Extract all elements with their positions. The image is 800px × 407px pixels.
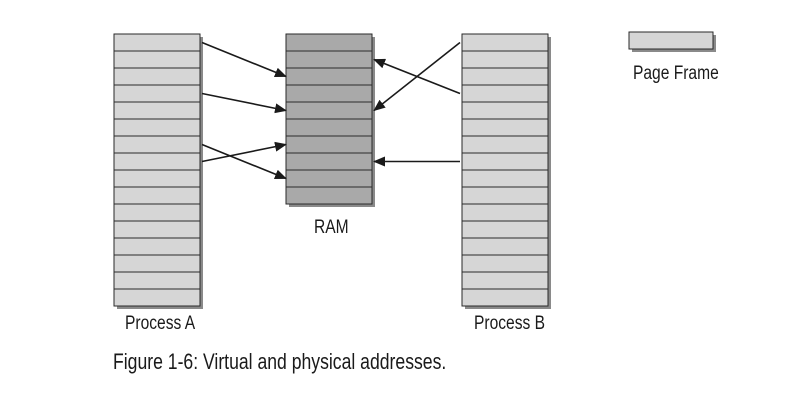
ram-cell-7 xyxy=(285,135,373,154)
ram-label: RAM xyxy=(314,217,349,238)
mapping-arrow-process-a-page-8-to-frame-7 xyxy=(201,141,287,163)
mapping-arrow-process-a-page-4-to-frame-5 xyxy=(201,92,287,114)
process-a-cell-4 xyxy=(113,84,201,103)
process-a-cell-2 xyxy=(113,50,201,69)
process-b-cell-11 xyxy=(461,203,549,222)
process-b-cell-4 xyxy=(461,84,549,103)
ram-cell-5 xyxy=(285,101,373,120)
process-b-cell-1 xyxy=(461,33,549,52)
process-a-cell-3 xyxy=(113,67,201,86)
ram-cell-1 xyxy=(285,33,373,52)
ram-cell-2 xyxy=(285,50,373,69)
process-a-cell-7 xyxy=(113,135,201,154)
ram-cell-4 xyxy=(285,84,373,103)
blocks xyxy=(113,31,714,307)
process-b-cell-9 xyxy=(461,169,549,188)
process-b-cell-13 xyxy=(461,237,549,256)
process-a-cell-1 xyxy=(113,33,201,52)
ram-cell-9 xyxy=(285,169,373,188)
process-a-cell-6 xyxy=(113,118,201,137)
ram-cell-3 xyxy=(285,67,373,86)
process-b-cell-7 xyxy=(461,135,549,154)
process-b-cell-12 xyxy=(461,220,549,239)
ram-cell-6 xyxy=(285,118,373,137)
process-b-cell-14 xyxy=(461,254,549,273)
ram-cell-8 xyxy=(285,152,373,171)
process-a-cell-10 xyxy=(113,186,201,205)
process-b-cell-3 xyxy=(461,67,549,86)
process-b-cell-5 xyxy=(461,101,549,120)
process-b-cell-16 xyxy=(461,288,549,307)
process-a-label: Process A xyxy=(125,313,196,334)
figure-caption: Figure 1-6: Virtual and physical address… xyxy=(113,349,447,374)
process-a-cell-8 xyxy=(113,152,201,171)
process-b-cell-15 xyxy=(461,271,549,290)
process-b-cell-2 xyxy=(461,50,549,69)
process-a-cell-15 xyxy=(113,271,201,290)
process-b-cell-6 xyxy=(461,118,549,137)
process-a-cell-11 xyxy=(113,203,201,222)
legend-page-frame xyxy=(628,31,714,50)
mapping-arrow-process-a-page-7-to-frame-9 xyxy=(201,143,287,180)
mapping-arrows xyxy=(201,41,461,180)
process-b-label: Process B xyxy=(474,313,546,334)
process-a-cell-9 xyxy=(113,169,201,188)
mapping-arrow-process-b-page-4-to-frame-2 xyxy=(373,58,461,95)
process-b-cell-8 xyxy=(461,152,549,171)
mapping-arrow-process-a-page-1-to-frame-3 xyxy=(201,41,287,78)
process-a-cell-12 xyxy=(113,220,201,239)
process-a-cell-14 xyxy=(113,254,201,273)
process-a-cell-5 xyxy=(113,101,201,120)
process-a-cell-16 xyxy=(113,288,201,307)
page-frame-legend-label: Page Frame xyxy=(633,63,719,84)
process-b-cell-10 xyxy=(461,186,549,205)
ram-cell-10 xyxy=(285,186,373,205)
process-a-cell-13 xyxy=(113,237,201,256)
